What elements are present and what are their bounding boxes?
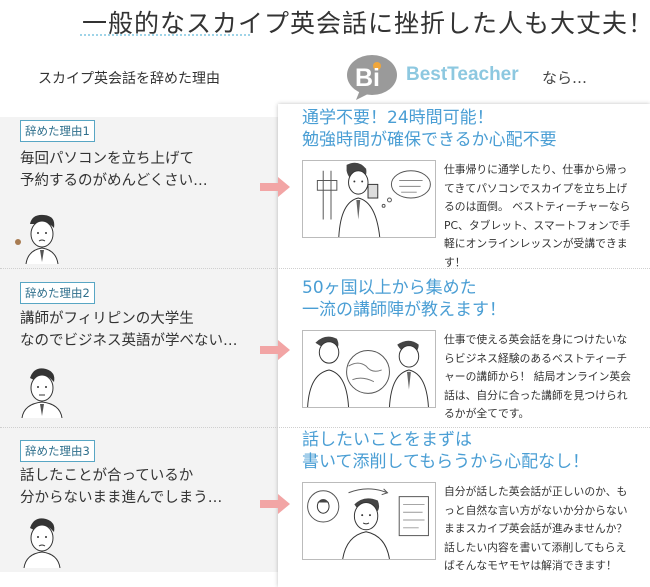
brand-name: BestTeacher	[406, 64, 519, 85]
tired-man-avatar-icon	[15, 214, 59, 264]
reason-line: 講師がフィリピンの大学生	[20, 311, 194, 327]
solution-title-3: 話したいことをまずは 書いて添削してもらうから心配なし！	[302, 429, 589, 473]
writing-correction-illustration	[302, 482, 436, 560]
arrow-right-icon	[260, 340, 290, 360]
reason-line: 毎回パソコンを立ち上げて	[20, 151, 194, 167]
brand-header: Bi BestTeacher なら…	[346, 54, 646, 100]
title-underline	[80, 34, 250, 36]
reason-text-3: 話したことが合っているか 分からないまま進んでしまう…	[20, 465, 222, 509]
teachers-globe-illustration	[302, 330, 436, 408]
reasons-heading: スカイプ英会話を辞めた理由	[38, 71, 220, 87]
besteacher-logo-icon: Bi	[347, 55, 397, 100]
solution-title-line: 一流の講師陣が教えます！	[302, 300, 506, 320]
confused-man-avatar-icon	[21, 368, 63, 418]
solution-title-line: 50ヶ国以上から集めた	[302, 278, 477, 298]
reason-badge-1: 辞めた理由1	[20, 120, 95, 142]
arrow-right-icon	[260, 177, 290, 197]
reason-text-1: 毎回パソコンを立ち上げて 予約するのがめんどくさい…	[20, 148, 208, 192]
reason-badge-3: 辞めた理由3	[20, 440, 95, 462]
row-divider	[0, 427, 650, 428]
logo-letters: Bi	[355, 64, 380, 92]
solution-title-line: 話したいことをまずは	[302, 430, 472, 450]
reason-line: 分からないまま進んでしまう…	[20, 490, 223, 506]
solution-title-line: 勉強時間が確保できるか心配不要	[302, 130, 557, 150]
reason-line: なのでビジネス英語が学べない…	[20, 333, 238, 349]
arrow-right-icon	[260, 494, 290, 514]
page-title: 一般的なスカイプ英会話に挫折した人も大丈夫！	[82, 9, 650, 38]
solution-body-1: 仕事帰りに通学したり、仕事から帰ってきてパソコンでスカイプを立ち上げるのは面倒。…	[444, 163, 631, 269]
reasons-panel	[0, 117, 282, 572]
solution-title-line: 書いて添削してもらうから心配なし！	[302, 452, 590, 472]
commute-phone-illustration	[302, 160, 436, 238]
row-divider	[0, 268, 650, 269]
reason-badge-2: 辞めた理由2	[20, 282, 95, 304]
worried-man-avatar-icon	[23, 518, 61, 568]
solution-title-1: 通学不要！24時間可能！ 勉強時間が確保できるか心配不要	[302, 107, 557, 151]
reason-line: 予約するのがめんどくさい…	[20, 173, 208, 189]
reason-text-2: 講師がフィリピンの大学生 なのでビジネス英語が学べない…	[20, 308, 238, 352]
solution-body-2: 仕事で使える英会話を身につけたいならビジネス経験のあるベストティーチャーの講師か…	[444, 333, 631, 421]
brand-suffix: なら…	[542, 69, 588, 87]
solution-title-2: 50ヶ国以上から集めた 一流の講師陣が教えます！	[302, 277, 506, 321]
reason-line: 話したことが合っているか	[20, 468, 194, 484]
solution-title-line: 通学不要！24時間可能！	[302, 108, 494, 128]
solution-body-3: 自分が話した英会話が正しいのか、もっと自然な言い方がないか分からないままスカイプ…	[444, 485, 628, 573]
